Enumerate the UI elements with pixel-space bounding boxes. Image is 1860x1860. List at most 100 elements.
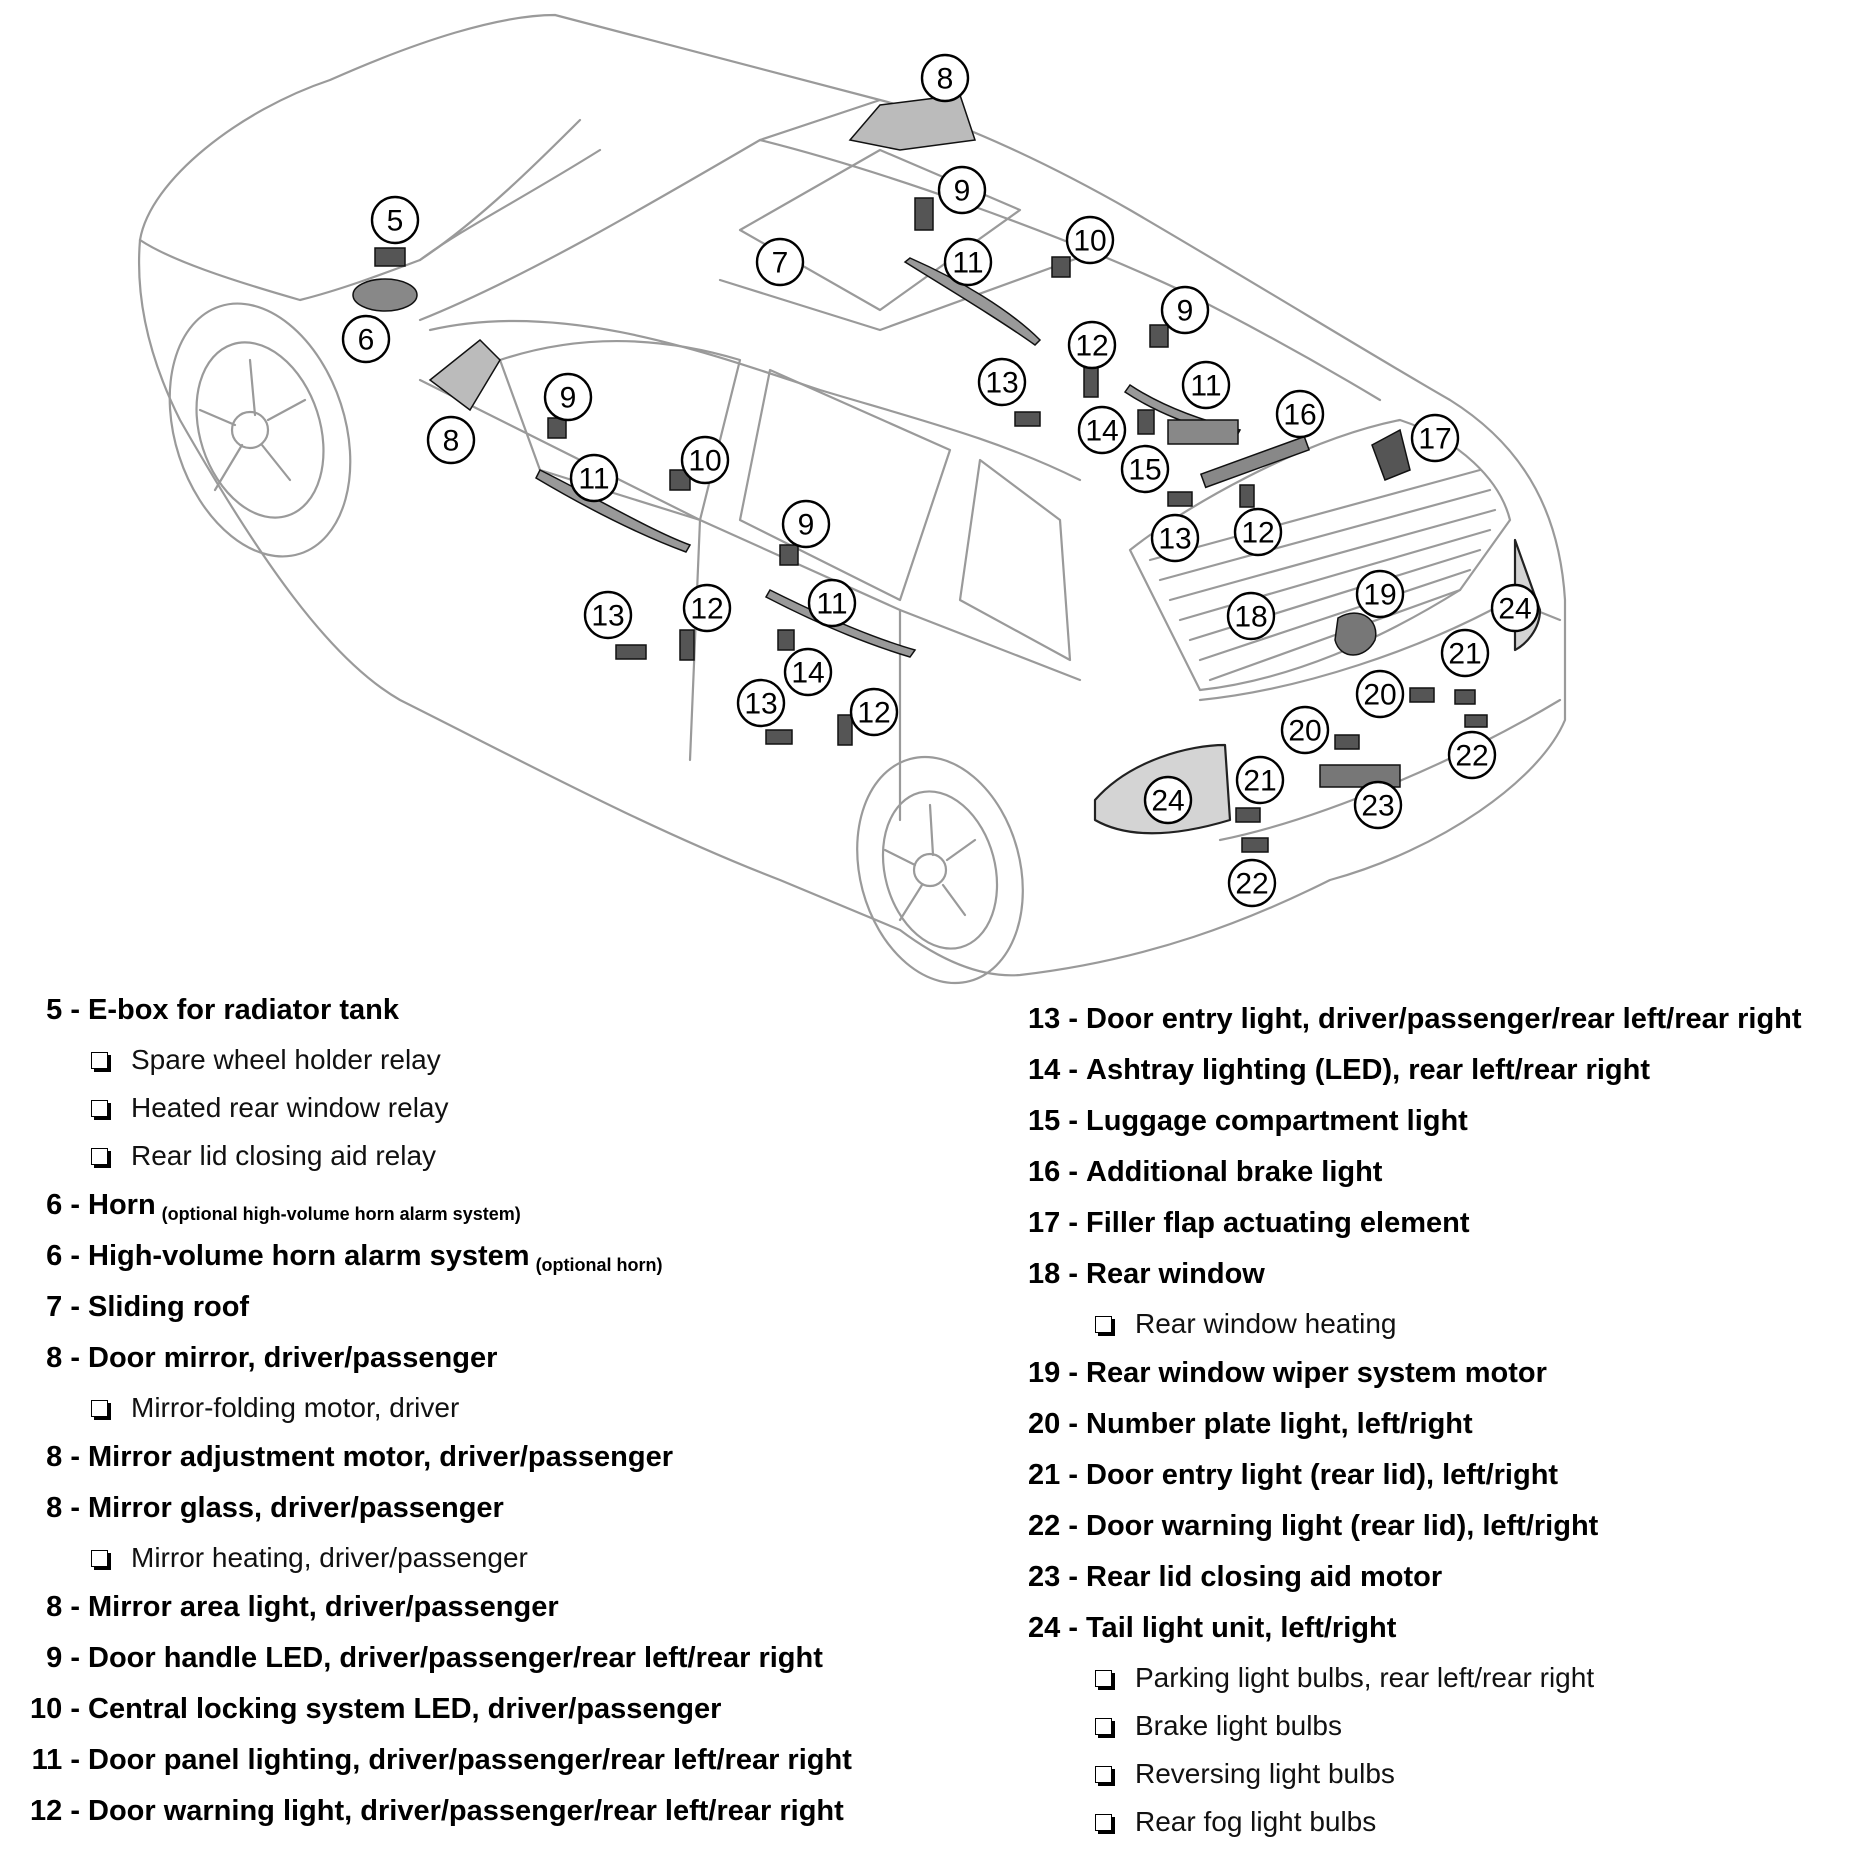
legend-label: Door warning light, driver/passenger/rea… xyxy=(88,1795,844,1827)
callout-circle xyxy=(1355,669,1405,719)
callout-circle xyxy=(680,435,730,485)
legend-entry: 5 -E-box for radiator tank xyxy=(18,985,998,1036)
legend-label: Horn(optional high-volume horn alarm sys… xyxy=(88,1189,521,1224)
callout-number: 10 xyxy=(688,445,721,478)
callout-circle xyxy=(755,237,805,287)
callout-circle xyxy=(1440,628,1490,678)
callout-circle xyxy=(1410,413,1460,463)
legend-entry: 8 -Mirror glass, driver/passenger xyxy=(18,1483,998,1534)
callout-number: 12 xyxy=(857,697,890,730)
legend-number: 7 - xyxy=(46,1291,80,1323)
callout-number: 24 xyxy=(1151,785,1184,818)
legend-sub-item: Rear window heating xyxy=(1022,1300,1860,1348)
legend-sub-label: Mirror-folding motor, driver xyxy=(131,1392,460,1423)
callout-13: 13 xyxy=(736,678,786,728)
legend-sub-item: Rear lid closing aid relay xyxy=(18,1132,998,1180)
callout-number: 22 xyxy=(1235,868,1268,901)
legend-number: 13 - xyxy=(1028,1003,1078,1035)
callout-number: 13 xyxy=(744,688,777,721)
checkbox-bullet-icon xyxy=(1095,1766,1112,1783)
callout-circle xyxy=(543,372,593,422)
callout-number: 19 xyxy=(1363,579,1396,612)
callout-number: 23 xyxy=(1361,790,1394,823)
legend-entry: 11 -Door panel lighting, driver/passenge… xyxy=(18,1735,998,1786)
callout-9: 9 xyxy=(937,165,987,215)
callout-number: 5 xyxy=(387,205,404,238)
callout-number: 9 xyxy=(560,382,577,415)
legend-number: 12 - xyxy=(30,1795,80,1827)
callout-24: 24 xyxy=(1143,775,1193,825)
callout-number: 13 xyxy=(591,600,624,633)
callout-18: 18 xyxy=(1226,591,1276,641)
callout-22: 22 xyxy=(1227,858,1277,908)
legend-sub-label: Spare wheel holder relay xyxy=(131,1044,441,1075)
checkbox-bullet-icon xyxy=(1095,1814,1112,1831)
callout-circle xyxy=(1143,775,1193,825)
legend-number: 6 - xyxy=(46,1240,80,1272)
callout-number: 14 xyxy=(1085,415,1118,448)
car-body-outline xyxy=(137,13,1567,977)
legend-number: 23 - xyxy=(1028,1561,1078,1593)
legend-entry: 23 -Rear lid closing aid motor xyxy=(1022,1552,1860,1603)
legend-sub-item: Brake light bulbs xyxy=(1022,1702,1860,1750)
legend-sub-label: Parking light bulbs, rear left/rear righ… xyxy=(1135,1662,1595,1693)
callout-number: 22 xyxy=(1455,740,1488,773)
callout-12: 12 xyxy=(1067,320,1117,370)
callout-5: 5 xyxy=(370,195,420,245)
callout-circle xyxy=(1065,215,1115,265)
legend-entry: 12 -Door warning light, driver/passenger… xyxy=(18,1786,998,1837)
callout-number: 17 xyxy=(1418,423,1451,456)
legend-sub-label: Rear fog light bulbs xyxy=(1135,1806,1377,1837)
callout-circle xyxy=(583,590,633,640)
legend-label: Luggage compartment light xyxy=(1086,1105,1468,1137)
callout-number: 16 xyxy=(1283,399,1316,432)
legend-sub-label: Mirror heating, driver/passenger xyxy=(131,1542,528,1573)
legend-label: Door entry light (rear lid), left/right xyxy=(1086,1459,1559,1491)
legend-number: 6 - xyxy=(46,1189,80,1221)
legend-number: 9 - xyxy=(46,1642,80,1674)
callout-number: 8 xyxy=(937,63,954,96)
legend-sub-item: Spare wheel holder relay xyxy=(18,1036,998,1084)
legend-number: 22 - xyxy=(1028,1510,1078,1542)
legend-sub-label: Brake light bulbs xyxy=(1135,1710,1343,1741)
car-illustration xyxy=(137,13,1567,985)
legend-number: 18 - xyxy=(1028,1258,1078,1290)
callout-circle xyxy=(783,647,833,697)
callout-14: 14 xyxy=(783,647,833,697)
legend-sub-item: Mirror-folding motor, driver xyxy=(18,1384,998,1432)
legend-sub-item: Heated rear window relay xyxy=(18,1084,998,1132)
legend-entry: 16 -Additional brake light xyxy=(1022,1147,1860,1198)
callout-16: 16 xyxy=(1275,389,1325,439)
legend-label: Sliding roof xyxy=(88,1291,250,1323)
legend-label: Rear lid closing aid motor xyxy=(1086,1561,1443,1593)
legend-sub-item: Parking light bulbs, rear left/rear righ… xyxy=(1022,1654,1860,1702)
legend-entry: 21 -Door entry light (rear lid), left/ri… xyxy=(1022,1450,1860,1501)
legend-sub-item: Rear fog light bulbs xyxy=(1022,1798,1860,1846)
callout-circle xyxy=(1226,591,1276,641)
legend-entry: 8 -Door mirror, driver/passenger xyxy=(18,1333,998,1384)
callout-8: 8 xyxy=(426,415,476,465)
callout-number: 6 xyxy=(358,324,375,357)
callout-21: 21 xyxy=(1440,628,1490,678)
legend-label: Additional brake light xyxy=(1086,1156,1383,1188)
legend-label: Ashtray lighting (LED), rear left/rear r… xyxy=(1086,1054,1650,1086)
callout-6: 6 xyxy=(341,314,391,364)
legend-number: 11 - xyxy=(31,1744,80,1776)
legend-right-column: 13 -Door entry light, driver/passenger/r… xyxy=(1022,994,1860,1846)
legend-entry: 10 -Central locking system LED, driver/p… xyxy=(18,1684,998,1735)
legend-entry: 15 -Luggage compartment light xyxy=(1022,1096,1860,1147)
callout-circle xyxy=(341,314,391,364)
legend-number: 8 - xyxy=(46,1492,80,1524)
callout-number: 24 xyxy=(1498,593,1531,626)
checkbox-bullet-icon xyxy=(1095,1670,1112,1687)
legend-number: 15 - xyxy=(1028,1105,1078,1137)
callout-circle xyxy=(920,53,970,103)
legend-entry: 6 -Horn(optional high-volume horn alarm … xyxy=(18,1180,998,1231)
checkbox-bullet-icon xyxy=(1095,1316,1112,1333)
legend-number: 8 - xyxy=(46,1342,80,1374)
legend-number: 17 - xyxy=(1028,1207,1078,1239)
legend-note: (optional horn) xyxy=(535,1255,663,1275)
callout-8: 8 xyxy=(920,53,970,103)
